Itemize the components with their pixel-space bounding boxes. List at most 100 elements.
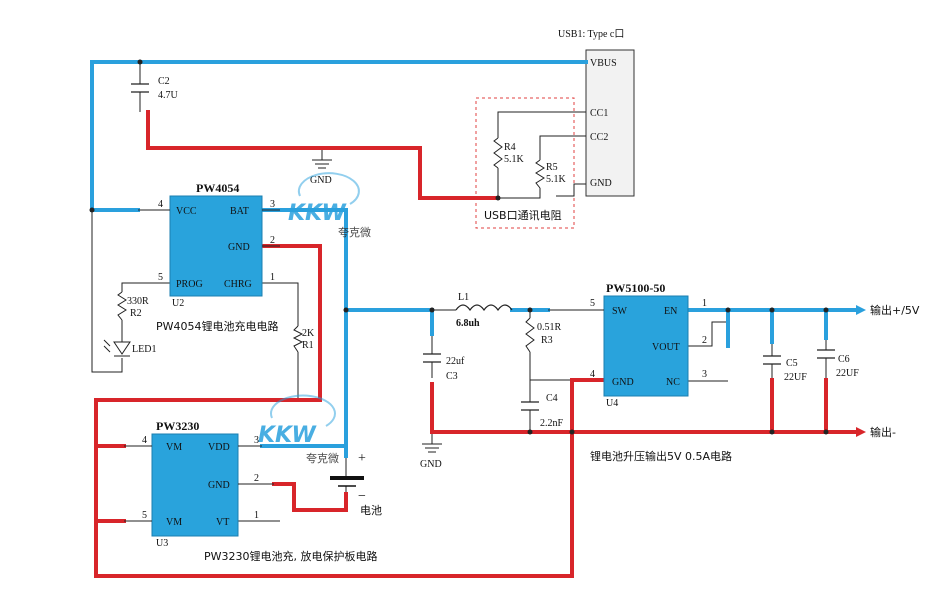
led-led1: LED1 bbox=[103, 339, 156, 357]
u4-pinnum-nc: 3 bbox=[702, 369, 707, 380]
r3-value: 0.51R bbox=[537, 322, 562, 333]
ground-symbol-top: GND bbox=[310, 159, 332, 186]
output-negative-label: 输出- bbox=[870, 425, 896, 439]
c5-ref: C5 bbox=[786, 358, 798, 369]
watermark-1-sub: 夸克微 bbox=[338, 225, 371, 239]
u3-pinnum-vm-bottom: 5 bbox=[142, 510, 147, 521]
l1-value: 6.8uh bbox=[456, 318, 480, 329]
r2-value: 330R bbox=[127, 296, 149, 307]
u3-pinnum-vdd: 3 bbox=[254, 435, 259, 446]
u2-pinnum-vcc: 4 bbox=[158, 199, 163, 210]
c5-value: 22UF bbox=[784, 372, 807, 383]
usb-pin-cc1: CC1 bbox=[590, 108, 608, 119]
u3-caption: PW3230锂电池充, 放电保护板电路 bbox=[204, 549, 378, 563]
usb-resistor-label: USB口通讯电阻 bbox=[484, 209, 562, 222]
u4-name: PW5100-50 bbox=[606, 281, 665, 295]
u2-pin-gnd: GND bbox=[228, 242, 250, 253]
c3-value: 22uf bbox=[446, 356, 465, 367]
u3-ref: U3 bbox=[156, 538, 168, 549]
ic-u4-pw5100: PW5100-50 U4 SW EN VOUT GND NC 5 1 2 4 3… bbox=[548, 281, 732, 463]
c4-ref: C4 bbox=[546, 393, 558, 404]
inductor-l1: L1 6.8uh bbox=[455, 292, 513, 329]
c6-ref: C6 bbox=[838, 354, 850, 365]
capacitor-c2: C2 4.7U bbox=[131, 76, 179, 101]
watermark-logo-1: KKW 夸克微 bbox=[288, 172, 371, 239]
r2-ref: R2 bbox=[130, 308, 142, 319]
usb-resistor-box bbox=[475, 97, 575, 229]
resistor-r2: 330R R2 bbox=[117, 291, 149, 321]
battery-label: 电池 bbox=[360, 504, 382, 517]
u2-pin-bat: BAT bbox=[230, 206, 249, 217]
u4-pin-en: EN bbox=[664, 306, 677, 317]
u4-pin-gnd: GND bbox=[612, 377, 634, 388]
u2-pin-prog: PROG bbox=[176, 279, 203, 290]
battery: + − 电池 bbox=[330, 451, 382, 517]
resistor-r4: R4 5.1K bbox=[493, 137, 525, 169]
resistor-r5: R5 5.1K bbox=[535, 159, 567, 189]
u2-pinnum-bat: 3 bbox=[270, 199, 275, 210]
u4-caption: 锂电池升压输出5V 0.5A电路 bbox=[590, 449, 732, 463]
output-positive-label: 输出+/5V bbox=[870, 303, 920, 317]
usb-type-c-connector: USB1: Type c口 VBUS CC1 CC2 GND bbox=[558, 29, 635, 197]
u4-pinnum-gnd: 4 bbox=[590, 369, 595, 380]
battery-minus: − bbox=[358, 489, 366, 504]
watermark-logo-2: KKW 夸克微 bbox=[258, 394, 339, 465]
r1-ref: R1 bbox=[302, 340, 314, 351]
ic-u3-pw3230: PW3230 U3 VM VDD GND VM VT 4 3 2 5 1 PW3… bbox=[124, 419, 378, 563]
watermark-1-logo: KKW bbox=[288, 201, 348, 226]
led1-ref: LED1 bbox=[132, 344, 156, 355]
u3-pin-gnd: GND bbox=[208, 480, 230, 491]
u3-pin-vm-top: VM bbox=[166, 442, 182, 453]
resistor-r3: 0.51R R3 bbox=[525, 317, 562, 353]
u3-name: PW3230 bbox=[156, 419, 199, 433]
resistor-r1: 2K R1 bbox=[292, 325, 315, 353]
ground-symbol-bottom: GND bbox=[420, 443, 442, 470]
u2-pinnum-gnd: 2 bbox=[270, 235, 275, 246]
ground-net bbox=[94, 110, 858, 578]
u2-pinnum-chrg: 1 bbox=[270, 272, 275, 283]
usb-title: USB1: Type c口 bbox=[558, 29, 624, 40]
watermark-2-logo: KKW bbox=[258, 423, 318, 448]
capacitor-c3: 22uf C3 bbox=[423, 353, 465, 382]
r3-ref: R3 bbox=[541, 335, 553, 346]
c2-ref: C2 bbox=[158, 76, 170, 87]
junction-dots bbox=[89, 59, 829, 435]
u3-pin-vt: VT bbox=[216, 517, 229, 528]
usb-pin-gnd: GND bbox=[590, 178, 612, 189]
watermark-2-sub: 夸克微 bbox=[306, 451, 339, 465]
u4-ref: U4 bbox=[606, 398, 618, 409]
u2-ref: U2 bbox=[172, 298, 184, 309]
u4-pinnum-en: 1 bbox=[702, 298, 707, 309]
u3-pinnum-vt: 1 bbox=[254, 510, 259, 521]
c2-value: 4.7U bbox=[158, 90, 179, 101]
u2-pin-vcc: VCC bbox=[176, 206, 197, 217]
r5-ref: R5 bbox=[546, 162, 558, 173]
c4-value: 2.2nF bbox=[540, 418, 564, 429]
ic-u2-pw4054: PW4054 U2 VCC BAT GND PROG CHRG 4 3 2 5 … bbox=[138, 181, 280, 333]
u4-pinnum-vout: 2 bbox=[702, 335, 707, 346]
u2-name: PW4054 bbox=[196, 181, 239, 195]
output-negative-arrow bbox=[856, 427, 866, 437]
r5-value: 5.1K bbox=[546, 174, 567, 185]
u3-pin-vdd: VDD bbox=[208, 442, 230, 453]
l1-ref: L1 bbox=[458, 292, 469, 303]
u4-pin-vout: VOUT bbox=[652, 342, 680, 353]
u4-pin-sw: SW bbox=[612, 306, 628, 317]
gnd-label-bottom: GND bbox=[420, 459, 442, 470]
output-positive-arrow bbox=[856, 305, 866, 315]
u4-pin-nc: NC bbox=[666, 377, 680, 388]
r1-value: 2K bbox=[302, 328, 315, 339]
capacitor-c6: C6 22UF bbox=[817, 349, 859, 379]
u3-pinnum-gnd: 2 bbox=[254, 473, 259, 484]
r4-value: 5.1K bbox=[504, 154, 525, 165]
gnd-label-top: GND bbox=[310, 175, 332, 186]
u2-pin-chrg: CHRG bbox=[224, 279, 252, 290]
battery-plus: + bbox=[358, 451, 366, 466]
usb-pin-vbus: VBUS bbox=[590, 58, 617, 69]
capacitor-c5: C5 22UF bbox=[763, 355, 807, 383]
c3-ref: C3 bbox=[446, 371, 458, 382]
usb-pin-cc2: CC2 bbox=[590, 132, 608, 143]
u3-pin-vm-bottom: VM bbox=[166, 517, 182, 528]
u3-pinnum-vm-top: 4 bbox=[142, 435, 147, 446]
